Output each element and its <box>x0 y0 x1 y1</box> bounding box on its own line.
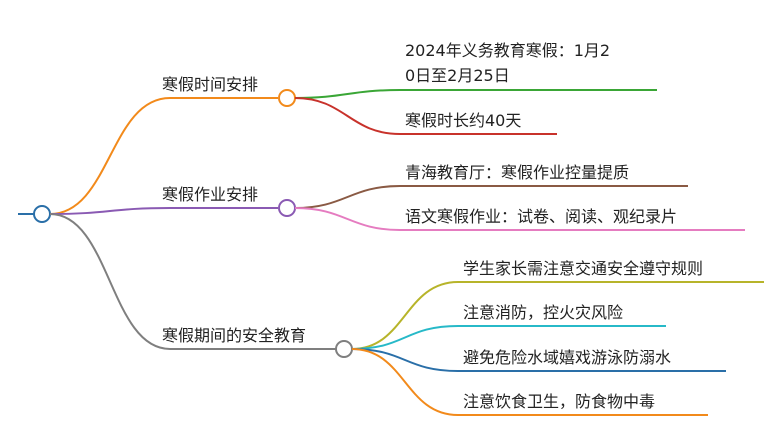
leaf-label-line: 0日至2月25日 <box>405 66 510 85</box>
branch-label[interactable]: 寒假期间的安全教育 <box>162 326 306 345</box>
leaf-connector <box>294 207 401 231</box>
leaf-connector <box>351 325 459 350</box>
branch-label[interactable]: 寒假作业安排 <box>162 185 258 204</box>
leaf-label[interactable]: 青海教育厅：寒假作业控量提质 <box>405 163 629 182</box>
leaf-0-0: 2024年义务教育寒假：1月2 0日至2月25日 <box>294 41 657 99</box>
branch-connector <box>49 207 278 215</box>
leaf-connector <box>351 348 459 416</box>
branch-circle[interactable] <box>278 89 296 107</box>
leaf-connector <box>294 97 401 135</box>
leaf-1-1: 语文寒假作业：试卷、阅读、观纪录片 <box>294 207 745 231</box>
branch-circle[interactable] <box>278 199 296 217</box>
root-circle[interactable] <box>33 205 51 223</box>
leaf-label[interactable]: 寒假时长约40天 <box>405 111 521 130</box>
root-node[interactable] <box>18 205 51 223</box>
leaf-label[interactable]: 2024年义务教育寒假：1月2 0日至2月25日 <box>405 41 615 85</box>
leaf-1-0: 青海教育厅：寒假作业控量提质 <box>294 163 688 209</box>
branch-connector <box>49 213 336 350</box>
branch-1: 寒假作业安排 青海教育厅：寒假作业控量提质 语文寒假作业：试卷、阅读、观纪录片 <box>49 163 745 231</box>
leaf-connector <box>294 185 401 209</box>
leaf-2-2: 避免危险水域嬉戏游泳防溺水 <box>351 348 726 372</box>
leaf-label[interactable]: 注意饮食卫生，防食物中毒 <box>463 392 655 411</box>
leaf-label[interactable]: 学生家长需注意交通安全遵守规则 <box>463 259 703 278</box>
leaf-connector <box>294 89 401 99</box>
leaf-0-1: 寒假时长约40天 <box>294 97 557 135</box>
leaf-label[interactable]: 注意消防，控火灾风险 <box>463 303 623 322</box>
leaf-2-1: 注意消防，控火灾风险 <box>351 303 666 350</box>
leaf-label[interactable]: 避免危险水域嬉戏游泳防溺水 <box>463 348 671 367</box>
branch-0: 寒假时间安排 2024年义务教育寒假：1月2 0日至2月25日 寒假时长约40天 <box>49 41 657 215</box>
leaf-2-3: 注意饮食卫生，防食物中毒 <box>351 348 708 416</box>
leaf-2-0: 学生家长需注意交通安全遵守规则 <box>351 259 764 350</box>
leaf-connector <box>351 281 459 350</box>
leaf-connector <box>351 348 459 372</box>
leaf-label[interactable]: 语文寒假作业：试卷、阅读、观纪录片 <box>405 207 677 226</box>
branch-2: 寒假期间的安全教育 学生家长需注意交通安全遵守规则 注意消防，控火灾风险 避免危… <box>49 213 764 416</box>
branch-connector <box>49 97 278 215</box>
branch-label[interactable]: 寒假时间安排 <box>162 75 258 94</box>
branch-circle[interactable] <box>335 340 353 358</box>
leaf-label-line: 2024年义务教育寒假：1月2 <box>405 41 610 60</box>
